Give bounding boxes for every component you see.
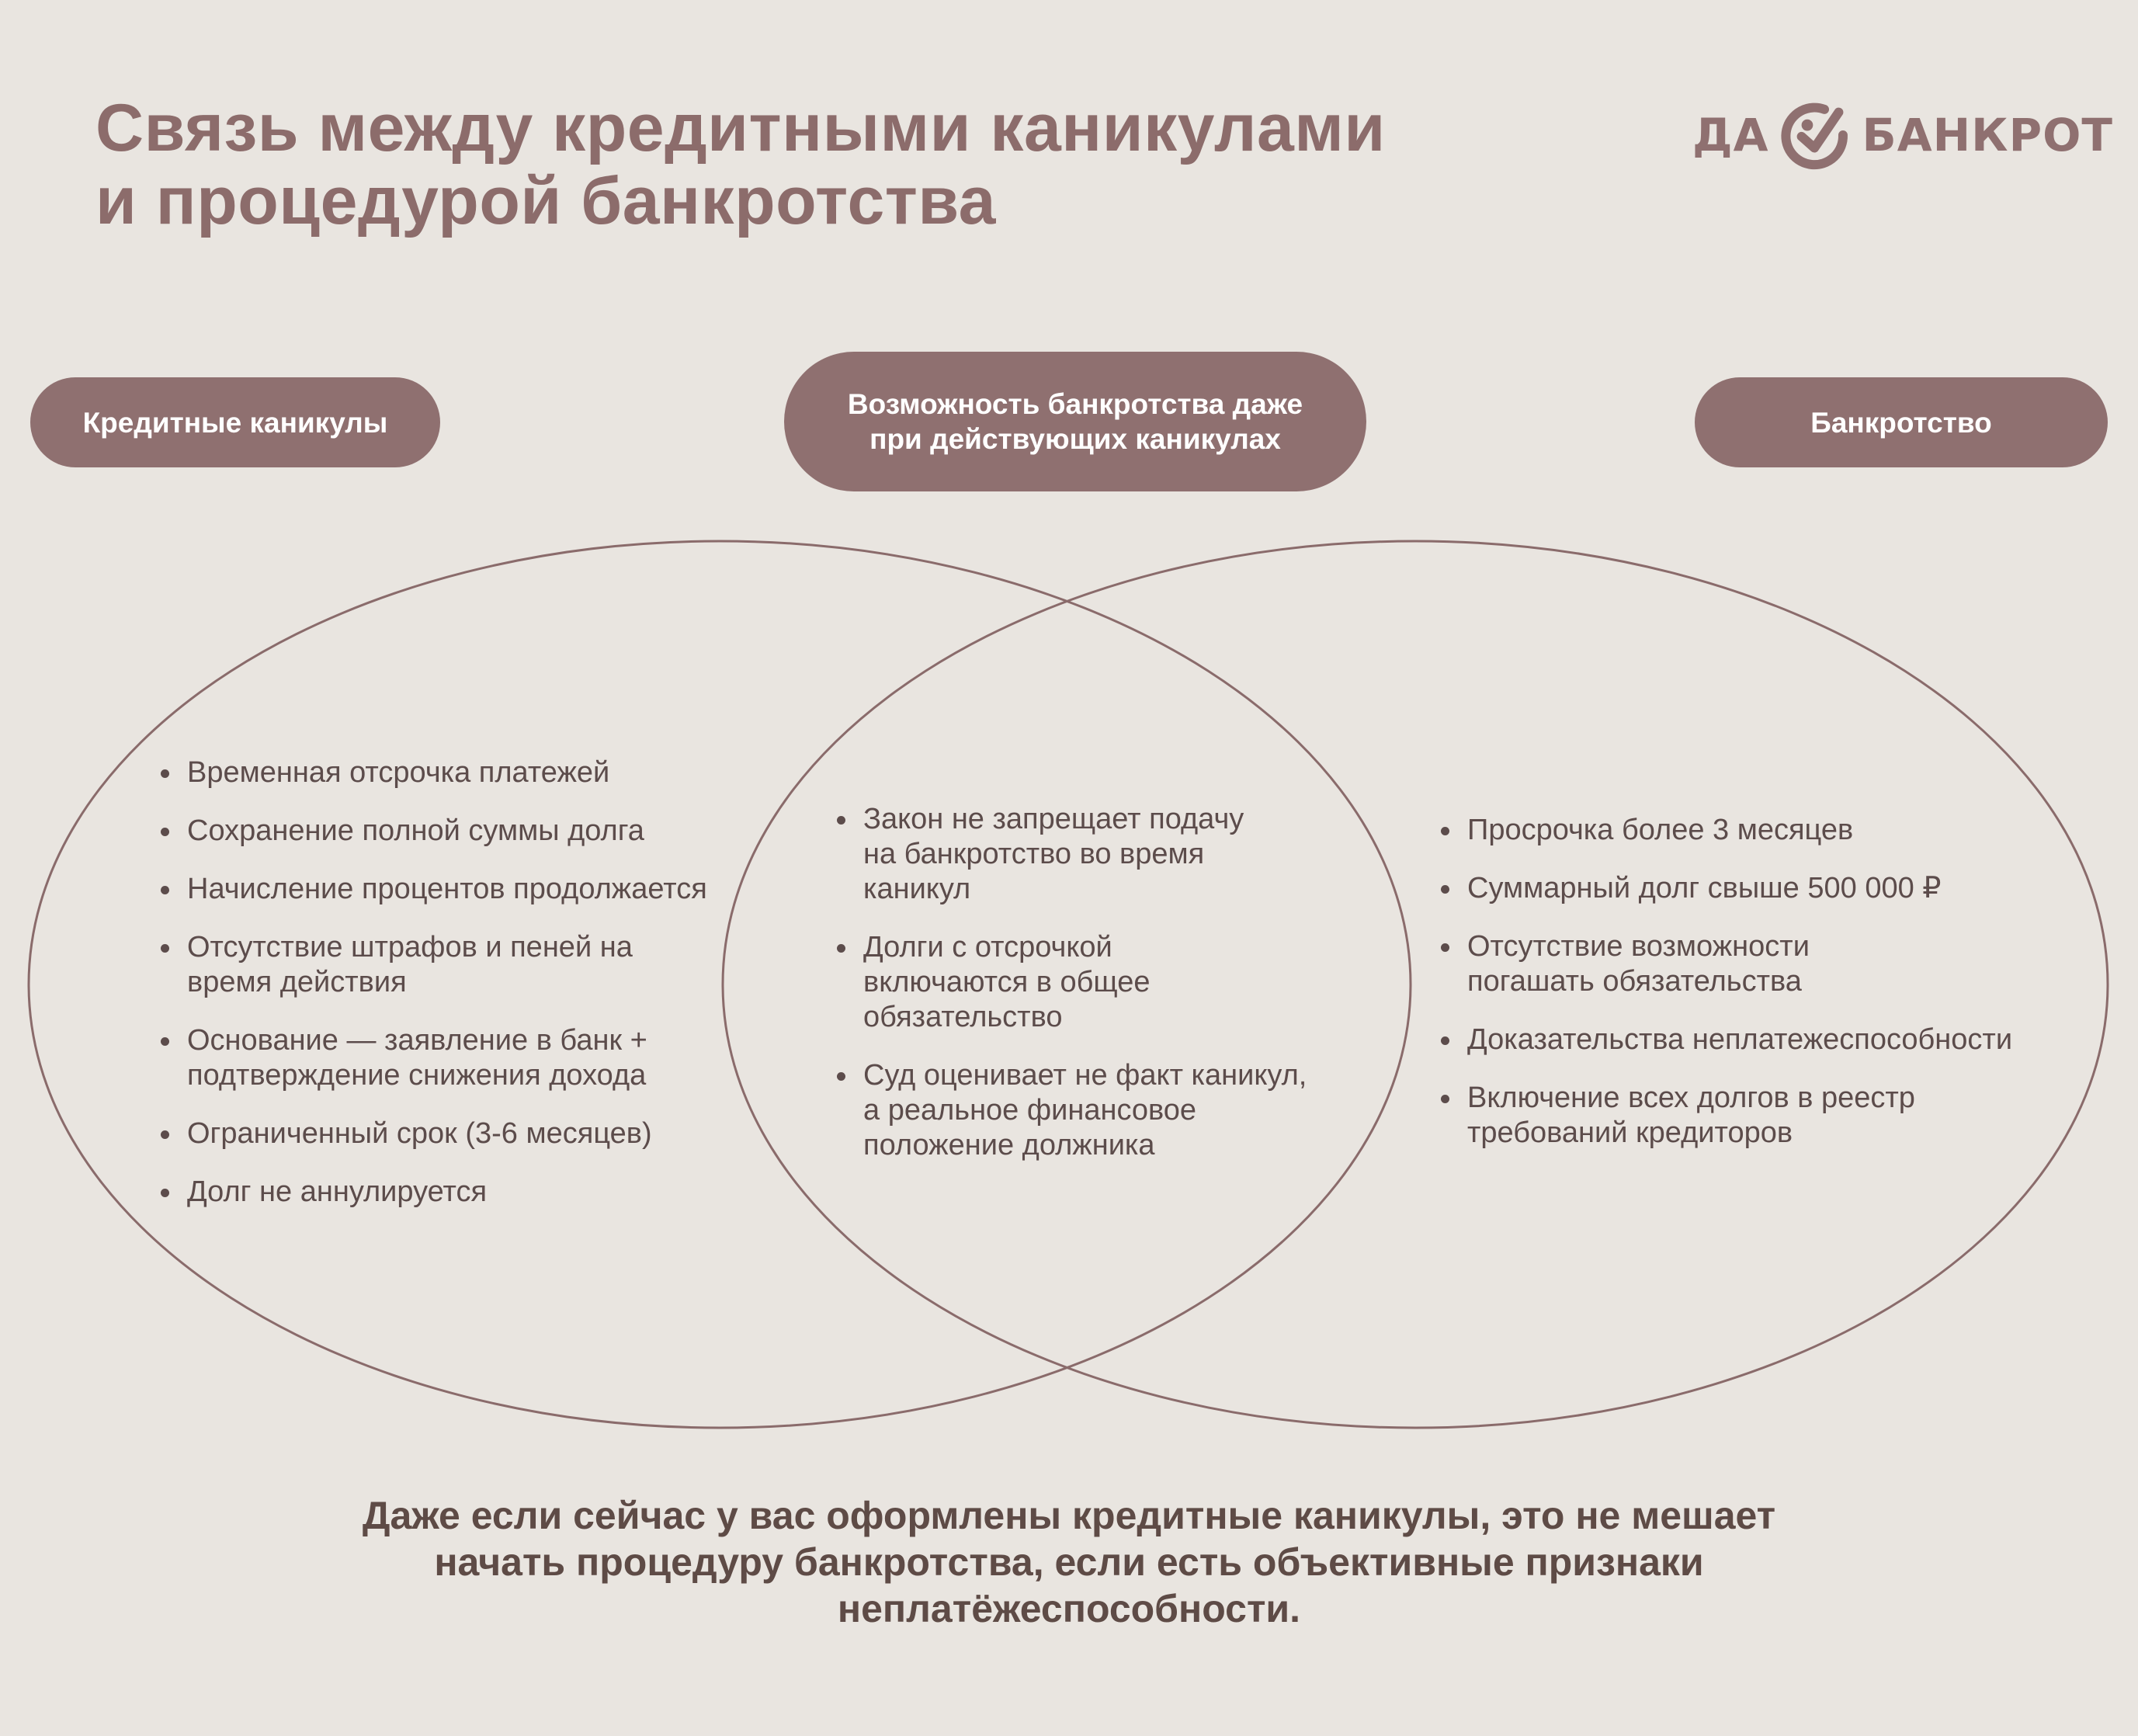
list-item: Просрочка более 3 месяцев bbox=[1441, 813, 2057, 848]
page-title: Связь между кредитными каникулами и проц… bbox=[95, 92, 1386, 238]
list-item: Основание — заявление в банк + подтвержд… bbox=[161, 1023, 684, 1093]
right-circle bbox=[721, 540, 2109, 1429]
footer-note: Даже если сейчас у вас оформлены кредитн… bbox=[362, 1494, 1776, 1630]
list-item: Начисление процентов продолжается bbox=[161, 872, 731, 907]
bankruptcy-list: Просрочка более 3 месяцев Суммарный долг… bbox=[1441, 813, 2057, 1174]
check-circle-icon bbox=[1780, 102, 1848, 170]
list-item: Суд оценивает не факт каникул, а реально… bbox=[837, 1058, 1329, 1163]
label-intersection: Возможность банкротства даже при действу… bbox=[784, 352, 1366, 491]
list-item: Долг не аннулируется bbox=[161, 1175, 731, 1210]
list-item: Включение всех долгов в реестр требовани… bbox=[1441, 1081, 1949, 1151]
list-item: Отсутствие возможности погашать обязател… bbox=[1441, 929, 1871, 999]
label-credit-holidays: Кредитные каникулы bbox=[30, 377, 440, 467]
label-text: Банкротство bbox=[1810, 406, 1992, 439]
list-item: Закон не запрещает подачу на банкротство… bbox=[837, 802, 1267, 907]
credit-holidays-list: Временная отсрочка платежей Сохранение п… bbox=[161, 755, 731, 1233]
list-item: Сохранение полной суммы долга bbox=[161, 814, 731, 849]
label-text: Кредитные каникулы bbox=[82, 406, 388, 439]
list-item: Ограниченный срок (3-6 месяцев) bbox=[161, 1116, 731, 1151]
logo-word-1: ДА bbox=[1692, 109, 1769, 161]
title-line-1: Связь между кредитными каникулами bbox=[95, 91, 1386, 165]
list-item: Доказательства неплатежеспособности bbox=[1441, 1023, 2057, 1057]
logo-word-2: БАНКРОТ bbox=[1862, 109, 2113, 161]
list-item: Отсутствие штрафов и пеней на время дейс… bbox=[161, 930, 668, 1000]
intersection-list: Закон не запрещает подачу на банкротство… bbox=[837, 802, 1345, 1186]
list-item: Суммарный долг свыше 500 000 ₽ bbox=[1441, 871, 2057, 906]
title-line-2: и процедурой банкротства bbox=[95, 164, 996, 238]
logo: ДА БАНКРОТ bbox=[1692, 99, 2113, 171]
label-bankruptcy: Банкротство bbox=[1695, 377, 2108, 467]
list-item: Долги с отсрочкой включаются в общее обя… bbox=[837, 930, 1205, 1035]
list-item: Временная отсрочка платежей bbox=[161, 755, 731, 790]
label-text: Возможность банкротства даже при действу… bbox=[847, 388, 1303, 455]
left-circle bbox=[27, 540, 1412, 1429]
